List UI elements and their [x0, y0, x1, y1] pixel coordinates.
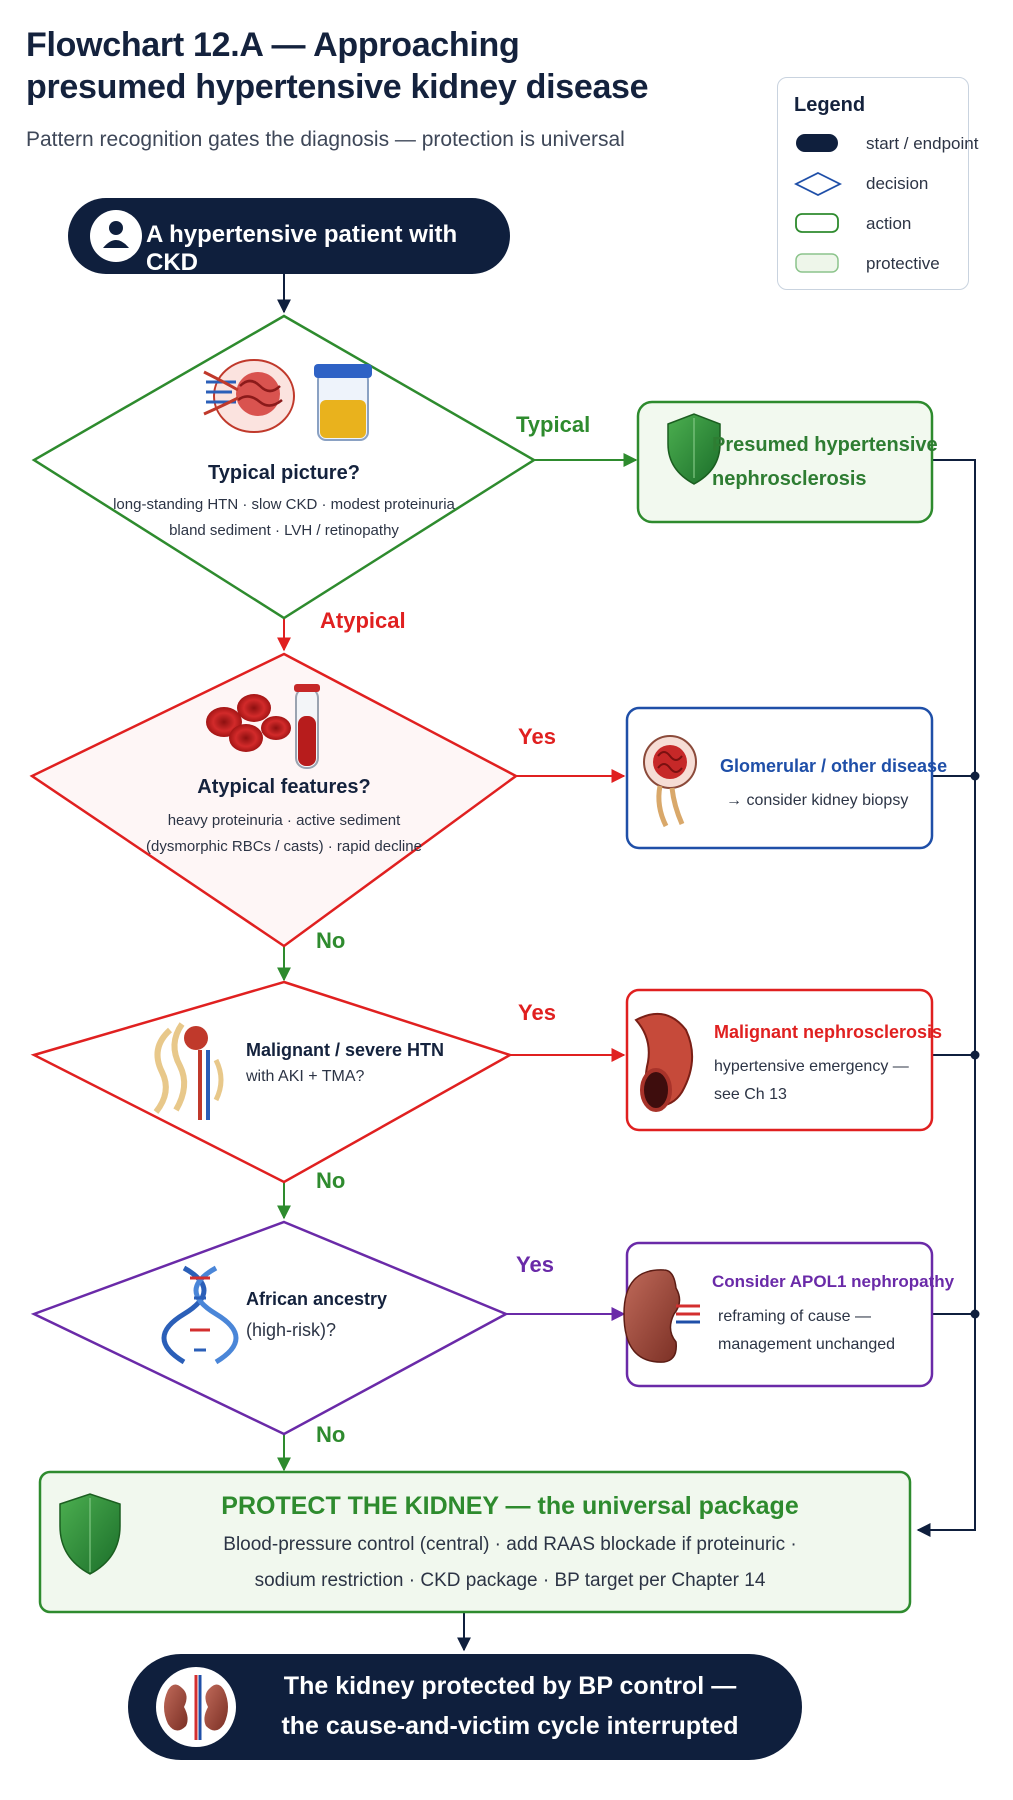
protective-swatch-icon [795, 253, 839, 273]
branch-no-1-label: No [316, 928, 346, 953]
junction-dot [970, 1309, 980, 1319]
end-pill [128, 1654, 802, 1760]
malignant-outcome-sub-2: see Ch 13 [714, 1086, 787, 1103]
red-blood-cells-icon [206, 694, 291, 752]
african-question-2: (high-risk)? [246, 1320, 337, 1340]
branch-yes-1-label: Yes [518, 724, 556, 749]
collector-line [916, 459, 976, 1537]
typical-detail-2: bland sediment · LVH / retinopathy [169, 522, 399, 539]
kidney-vessels-icon [203, 359, 295, 433]
kidney-icon [623, 1269, 700, 1363]
decision-malignant [30, 980, 514, 1184]
protect-title: PROTECT THE KIDNEY — the universal packa… [221, 1492, 799, 1520]
shield-icon [59, 1493, 121, 1575]
outcome-malignant-box [625, 988, 934, 1132]
legend-item-start-endpoint: start / endpoint [794, 128, 978, 158]
malignant-outcome-title: Malignant nephrosclerosis [714, 1022, 943, 1042]
branch-yes-2-label: Yes [518, 1000, 556, 1025]
pill-swatch-icon [796, 134, 838, 152]
legend-label: protective [866, 254, 940, 273]
start-pill [68, 198, 510, 274]
legend-label: action [866, 214, 912, 233]
legend-item-action: action [794, 208, 964, 238]
branch-typical-label: Typical [516, 412, 591, 437]
dna-icon [161, 1265, 239, 1365]
malignant-question-2: with AKI + TMA? [246, 1068, 365, 1085]
end-line-2: the cause-and-victim cycle interrupted [281, 1712, 739, 1740]
atypical-question: Atypical features? [197, 776, 371, 798]
legend-label: decision [866, 174, 929, 193]
nephron-icon [153, 1022, 224, 1120]
kidneys-icon [156, 1667, 236, 1747]
decision-typical [31, 314, 537, 620]
branch-yes-3-label: Yes [516, 1252, 554, 1277]
page-title: Flowchart 12.A — Approaching presumed hy… [26, 26, 649, 106]
legend-label: start / endpoint [866, 134, 979, 153]
diamond-swatch-icon [794, 172, 842, 196]
protect-line-1: Blood-pressure control (central) · add R… [223, 1534, 797, 1555]
protect-line-2: sodium restriction · CKD package · BP ta… [254, 1570, 766, 1591]
branch-atypical-label: Atypical [320, 608, 406, 633]
branch-no-3-label: No [316, 1422, 346, 1447]
shield-icon [667, 413, 721, 485]
glomerular-sub: → consider kidney biopsy [726, 792, 909, 809]
decision-atypical [29, 652, 519, 948]
outcome-glomerular-box [625, 706, 934, 850]
action-swatch-icon [795, 213, 839, 233]
user-icon [90, 210, 142, 262]
apol1-sub-1: reframing of cause — [718, 1308, 871, 1325]
junction-dot [970, 771, 980, 781]
nephrosclerosis-line-1: Presumed hypertensive [712, 434, 938, 456]
page-subtitle: Pattern recognition gates the diagnosis … [26, 128, 625, 151]
branch-no-2-label: No [316, 1168, 346, 1193]
legend-title: Legend [794, 94, 866, 116]
legend: Legend start / endpoint decision action … [777, 77, 978, 290]
junction-dot [970, 1050, 980, 1060]
legend-item-protective: protective [794, 248, 964, 278]
nephrosclerosis-line-2: nephrosclerosis [712, 468, 867, 490]
glomerulus-icon [643, 735, 697, 828]
artery-icon [634, 1012, 694, 1112]
african-question-1: African ancestry [246, 1289, 388, 1309]
glomerular-title: Glomerular / other disease [720, 756, 948, 776]
typical-detail-1: long-standing HTN · slow CKD · modest pr… [113, 496, 455, 513]
legend-item-decision: decision [794, 168, 964, 198]
atypical-detail-2: (dysmorphic RBCs / casts) · rapid declin… [146, 838, 422, 855]
decision-african [30, 1220, 509, 1436]
start-label: A hypertensive patient with CKD [146, 221, 458, 276]
apol1-sub-2: management unchanged [718, 1336, 896, 1353]
end-line-1: The kidney protected by BP control — [283, 1672, 737, 1700]
protect-box [38, 1470, 912, 1614]
urine-sample-icon [314, 364, 372, 441]
blood-tube-icon [294, 684, 320, 769]
apol1-title: Consider APOL1 nephropathy [712, 1272, 955, 1291]
malignant-question-1: Malignant / severe HTN [246, 1040, 445, 1060]
typical-question: Typical picture? [208, 462, 360, 484]
atypical-detail-1: heavy proteinuria · active sediment [167, 812, 401, 829]
malignant-outcome-sub-1: hypertensive emergency — [714, 1058, 909, 1075]
